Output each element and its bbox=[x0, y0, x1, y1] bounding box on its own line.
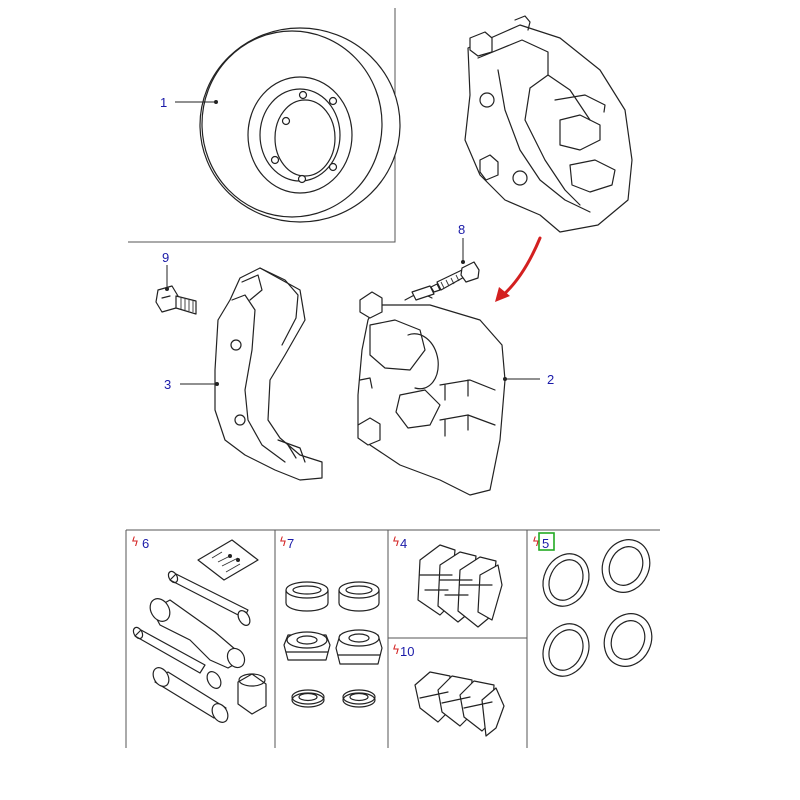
disc-frame bbox=[128, 8, 396, 243]
lightning-bolt-icon: ϟ bbox=[392, 643, 400, 657]
lightning-bolt-icon: ϟ bbox=[279, 535, 287, 549]
kit-grid bbox=[125, 529, 660, 748]
brake-pad-set[interactable] bbox=[417, 544, 503, 628]
svg-text:4: 4 bbox=[400, 536, 407, 551]
svg-text:7: 7 bbox=[287, 536, 294, 551]
bushing-kit[interactable] bbox=[283, 581, 383, 708]
lightning-bolt-icon: ϟ bbox=[532, 535, 540, 549]
piston-seal-kit[interactable] bbox=[535, 532, 661, 684]
callout-9: 9 bbox=[162, 250, 169, 265]
lightning-bolt-icon: ϟ bbox=[392, 535, 400, 549]
pad-shim-set[interactable] bbox=[414, 671, 505, 737]
caliper-bracket[interactable] bbox=[214, 267, 323, 481]
bleed-screw[interactable] bbox=[430, 261, 480, 293]
curved-arrow-icon bbox=[495, 236, 542, 302]
lightning-bolt-icon: ϟ bbox=[131, 535, 139, 549]
callout-2: 2 bbox=[547, 372, 554, 387]
kit-label-10[interactable]: ϟ 10 bbox=[392, 643, 414, 659]
svg-text:5: 5 bbox=[542, 536, 549, 551]
kit-label-4[interactable]: ϟ 4 bbox=[392, 535, 407, 551]
kit-label-6[interactable]: ϟ 6 bbox=[131, 535, 149, 551]
caliper-bolt[interactable] bbox=[155, 285, 197, 315]
highlight-box bbox=[538, 532, 555, 551]
svg-text:10: 10 bbox=[400, 644, 414, 659]
kit-label-7[interactable]: ϟ 7 bbox=[279, 535, 294, 551]
svg-text:6: 6 bbox=[142, 536, 149, 551]
callout-1: 1 bbox=[160, 95, 167, 110]
kit-label-5[interactable]: ϟ 5 bbox=[532, 532, 555, 551]
callout-8: 8 bbox=[458, 222, 465, 237]
callout-3: 3 bbox=[164, 377, 171, 392]
brake-disc[interactable] bbox=[199, 27, 401, 223]
guide-pin-kit[interactable] bbox=[132, 539, 267, 725]
caliper-body[interactable] bbox=[357, 285, 506, 496]
caliper-assembly[interactable] bbox=[464, 15, 633, 233]
